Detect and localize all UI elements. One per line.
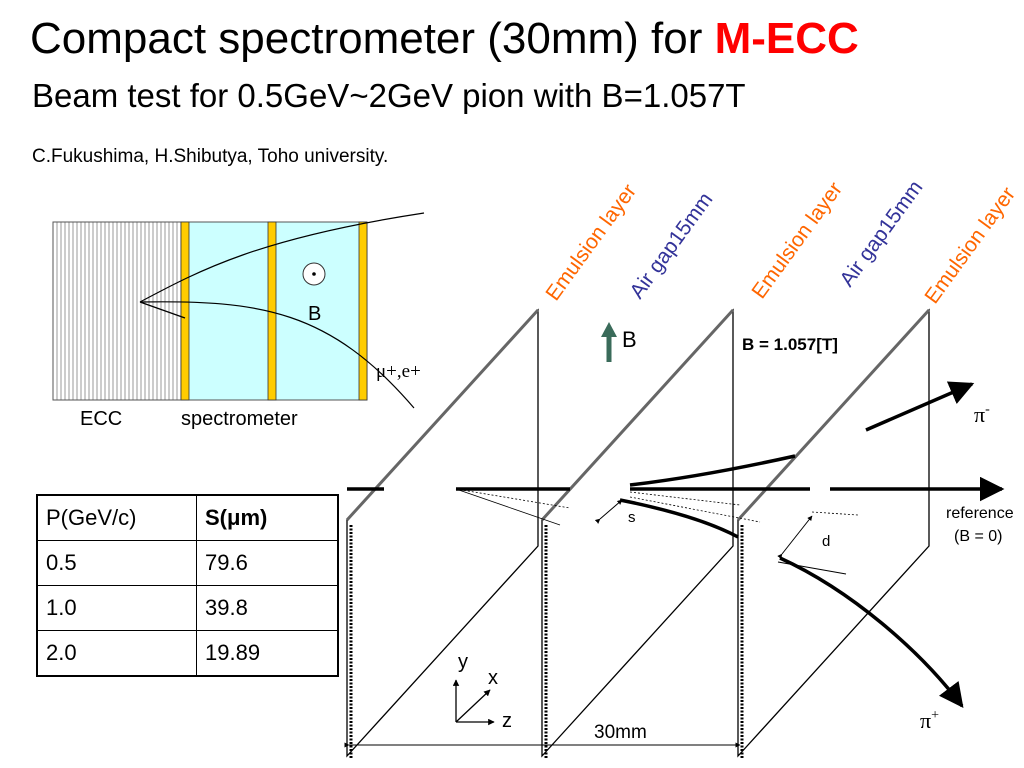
resolution-table: P(GeV/c) S(μm) 0.5 79.6 1.0 39.8 2.0 19.… <box>36 494 339 677</box>
emulsion-plane-1 <box>345 308 540 758</box>
layer-label-airgap-2: Air gap15mm <box>835 176 927 291</box>
pi-minus-label: π- <box>974 402 990 427</box>
dotted-projection-3 <box>629 491 741 506</box>
track-pi-plus-curve <box>619 498 739 539</box>
layer-label-airgap-1: Air gap15mm <box>625 188 717 303</box>
track-pi-minus-out <box>865 381 975 432</box>
pi-plus-sup: + <box>931 708 939 723</box>
table-header-row: P(GeV/c) S(μm) <box>36 494 339 541</box>
layer-label-emulsion-2: Emulsion layer <box>747 178 847 303</box>
slide-subtitle: Beam test for 0.5GeV~2GeV pion with B=1.… <box>32 77 746 114</box>
d-label: d <box>822 533 830 550</box>
slide-title: Compact spectrometer (30mm) for M-ECC <box>30 14 859 64</box>
emulsion-strip-1 <box>180 221 190 401</box>
ecc-label: ECC <box>80 408 122 430</box>
pi-plus-symbol: π <box>920 708 931 733</box>
layer-label-emulsion-1: Emulsion layer <box>541 180 641 305</box>
spectrometer-label: spectrometer <box>181 408 298 430</box>
track-upper <box>139 212 425 303</box>
pi-minus-symbol: π <box>974 402 985 427</box>
table-cell: 1.0 <box>36 585 197 631</box>
table-header-sagitta: S(μm) <box>196 494 339 541</box>
pi-minus-sup: - <box>985 402 990 417</box>
inset-schematic: B μ+,e+ ECC spectrometer <box>52 212 425 430</box>
table-cell: 2.0 <box>36 630 197 677</box>
emulsion-strip-3 <box>358 221 368 401</box>
dotted-projection-2 <box>455 488 561 526</box>
field-dot <box>312 272 316 276</box>
solid-reference-d <box>777 561 847 575</box>
authors-line: C.Fukushima, H.Shibutya, Toho university… <box>32 146 389 167</box>
table-cell: 0.5 <box>36 540 197 586</box>
pi-plus-label: π+ <box>920 708 939 733</box>
table-cell: 39.8 <box>196 585 339 631</box>
axis-triad: y x z <box>452 651 512 732</box>
track-lower <box>139 301 415 409</box>
ecc-block <box>52 221 182 401</box>
field-arrow-head <box>601 322 617 337</box>
track-short <box>139 301 186 319</box>
emulsion-plane-3 <box>736 308 931 758</box>
table-cell: 19.89 <box>196 630 339 677</box>
table-row: 2.0 19.89 <box>36 630 339 677</box>
axis-x-label: x <box>488 667 498 689</box>
length-label: 30mm <box>594 722 647 743</box>
table-cell: 79.6 <box>196 540 339 586</box>
layer-label-emulsion-3: Emulsion layer <box>920 183 1020 308</box>
reference-label-2: (B = 0) <box>954 528 1002 545</box>
d-dimension-arrow <box>777 515 813 560</box>
s-label: s <box>628 509 636 526</box>
table-row: 1.0 39.8 <box>36 585 339 631</box>
field-value: B = 1.057[T] <box>742 335 838 354</box>
title-main: Compact spectrometer (30mm) for <box>30 14 715 63</box>
emulsion-plane-2 <box>540 308 735 758</box>
field-arrow-label: B <box>622 327 637 352</box>
reference-label-1: reference <box>946 505 1014 522</box>
dotted-projection-1 <box>455 488 571 509</box>
particles-label: μ+,e+ <box>376 361 421 382</box>
track-pi-minus-curve <box>629 454 796 487</box>
axis-y-label: y <box>458 651 468 673</box>
table-header-momentum: P(GeV/c) <box>36 494 197 541</box>
table-row: 0.5 79.6 <box>36 540 339 586</box>
track-pi-plus-out <box>779 556 964 708</box>
title-accent: M-ECC <box>714 14 859 63</box>
particle-tracks <box>347 381 1005 708</box>
axis-z-label: z <box>502 710 512 732</box>
inset-field-label: B <box>308 303 321 325</box>
s-dimension-arrow <box>594 499 623 524</box>
